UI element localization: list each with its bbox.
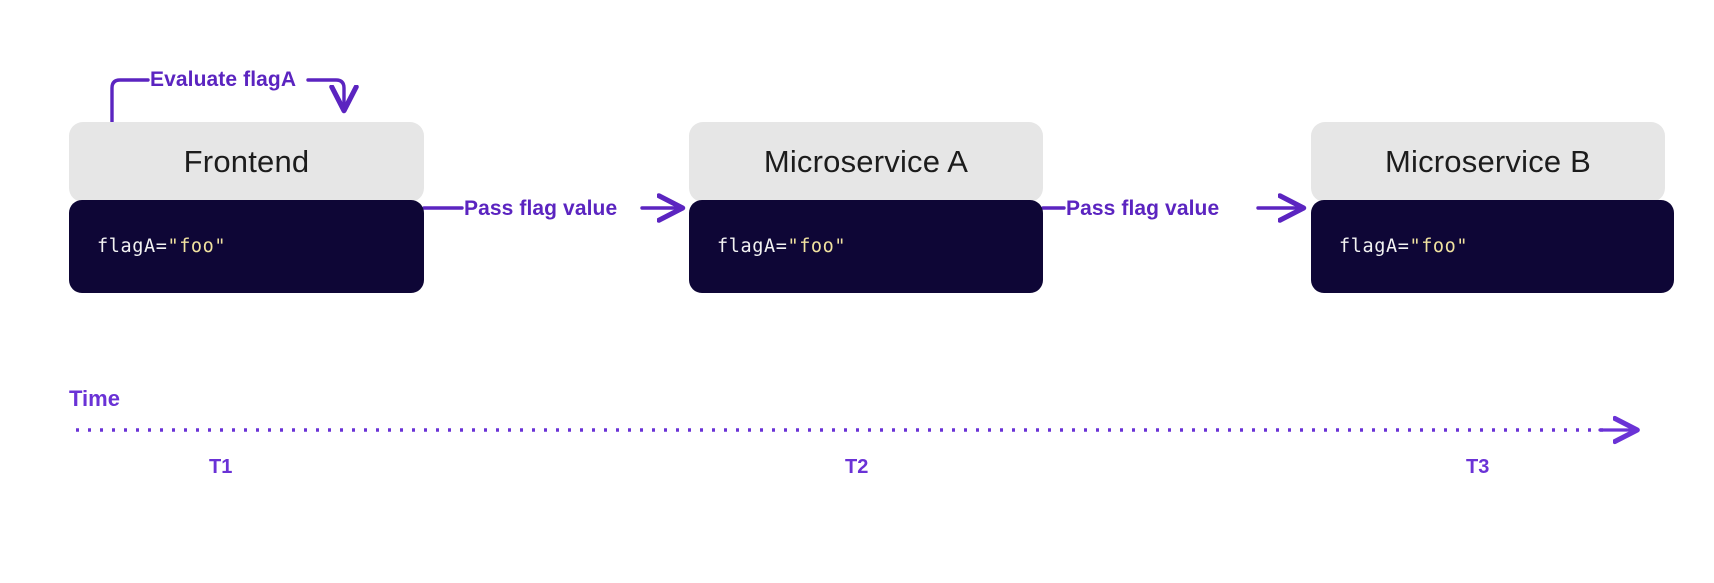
pass-flag-label-1: Pass flag value [464,197,618,220]
node-frontend-title: Frontend [183,144,310,179]
node-microservice-b-code-identifier: flagA [1339,236,1398,257]
node-microservice-b-title: Microservice B [1384,144,1592,179]
node-microservice-b-code-value: "foo" [1409,236,1469,257]
node-frontend-code-identifier: flagA [97,236,156,257]
timeline-axis-label: Time [69,386,120,411]
pass-flag-label-2: Pass flag value [1066,197,1220,220]
evaluate-flag-label: Evaluate flagA [150,68,297,91]
node-microservice-a-code-value: "foo" [787,236,847,257]
node-frontend-header: Frontend [69,122,424,202]
node-microservice-a-code-block: flagA = "foo" [689,200,1043,293]
timeline-tick-t1: T1 [209,456,233,478]
node-microservice-a-code-identifier: flagA [717,236,776,257]
node-microservice-b-code-operator: = [1397,236,1410,257]
node-microservice-b-header: Microservice B [1311,122,1665,202]
node-microservice-b-code-block: flagA = "foo" [1311,200,1674,293]
node-microservice-a-code-operator: = [775,236,788,257]
timeline-tick-t2: T2 [845,456,869,478]
node-microservice-a-title: Microservice A [763,144,969,179]
node-frontend-code-operator: = [155,236,168,257]
node-microservice-a-header: Microservice A [689,122,1043,202]
node-frontend-code-value: "foo" [167,236,227,257]
node-frontend-code-block: flagA = "foo" [69,200,424,293]
timeline-tick-t3: T3 [1466,456,1490,478]
